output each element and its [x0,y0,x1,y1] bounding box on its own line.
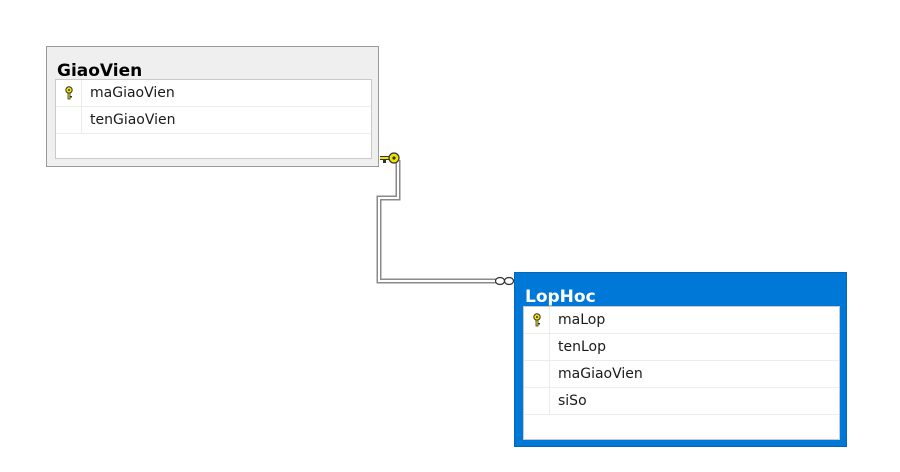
table-row[interactable]: maGiaoVien [56,80,371,107]
primary-key-icon [533,313,541,327]
column-name: tenLop [558,339,606,355]
table-row[interactable]: maGiaoVien [524,361,839,388]
relationship-line[interactable] [376,160,497,284]
table-row[interactable]: siSo [524,388,839,415]
table-title: GiaoVien [57,61,143,81]
table-row[interactable]: tenLop [524,334,839,361]
table-lophoc[interactable]: LopHoc maLop tenLop maGiaoVien siSo [514,272,847,447]
primary-key-icon [65,86,73,100]
row-selector[interactable] [524,388,550,414]
column-name: maLop [558,312,606,328]
table-giaovien[interactable]: GiaoVien maGiaoVien tenGiaoVien [46,46,379,167]
row-selector[interactable] [524,307,550,333]
column-name: tenGiaoVien [90,112,176,128]
column-name: maGiaoVien [558,366,643,382]
table-row[interactable]: tenGiaoVien [56,107,371,134]
row-selector[interactable] [524,361,550,387]
one-end-key-icon [380,152,400,164]
column-grid: maGiaoVien tenGiaoVien [55,79,372,159]
column-grid: maLop tenLop maGiaoVien siSo [523,306,840,440]
column-name: maGiaoVien [90,85,175,101]
row-selector[interactable] [56,107,82,133]
column-name: siSo [558,393,587,409]
row-selector[interactable] [524,334,550,360]
many-end-infinity-icon [494,276,515,286]
row-selector[interactable] [56,80,82,106]
table-row[interactable]: maLop [524,307,839,334]
table-title: LopHoc [525,287,596,307]
